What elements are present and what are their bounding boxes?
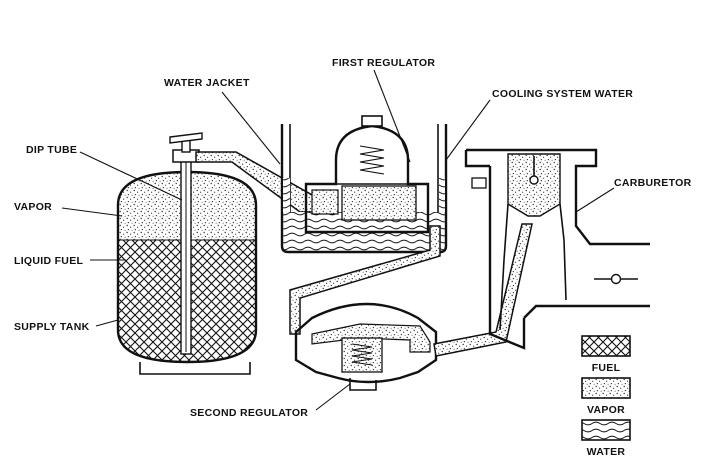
supply-tank (116, 132, 258, 375)
legend: FUEL VAPOR WATER (581, 335, 631, 458)
carburetor (464, 148, 650, 350)
water-jacket-outer-wall (280, 124, 448, 254)
second-regulator (294, 302, 438, 391)
label-supply-tank: SUPPLY TANK (14, 321, 90, 333)
leader-water-jacket (221, 91, 281, 165)
label-first-regulator: FIRST REGULATOR (332, 57, 435, 69)
leader-second-regulator (315, 383, 351, 411)
label-vapor: VAPOR (14, 201, 52, 213)
leader-lines (61, 69, 615, 411)
tank-shell (116, 170, 258, 364)
label-cooling-system-water: COOLING SYSTEM WATER (492, 88, 633, 100)
first-regulator (304, 115, 430, 234)
carburetor-body (488, 166, 526, 350)
fuel-line-to-carburetor (433, 223, 533, 357)
leader-carburetor (575, 187, 615, 213)
legend-label-fuel: FUEL (592, 362, 621, 374)
leader-supply-tank (95, 319, 119, 327)
carburetor-top-flange (466, 148, 598, 206)
label-dip-tube: DIP TUBE (26, 144, 77, 156)
label-second-regulator: SECOND REGULATOR (190, 407, 308, 419)
fuel-line-to-second-regulator (289, 225, 441, 335)
second-regulator-housing (294, 302, 438, 384)
legend-swatch-fuel (581, 335, 631, 357)
first-regulator-spring (359, 145, 385, 175)
second-regulator-spring (351, 343, 373, 366)
tank-valve-handle (169, 132, 203, 144)
callout-labels: FIRST REGULATOR WATER JACKET COOLING SYS… (14, 57, 692, 419)
legend-label-vapor: VAPOR (587, 404, 625, 416)
leader-dip-tube (79, 151, 183, 201)
leader-vapor (61, 207, 123, 217)
label-water-jacket: WATER JACKET (164, 77, 250, 89)
legend-swatch-vapor (581, 377, 631, 399)
carburetor-throttle-plate (610, 273, 622, 285)
carburetor-nozzle (529, 175, 539, 185)
legend-label-water: WATER (587, 446, 626, 458)
leader-cooling-system-water (445, 99, 491, 161)
leader-first-regulator (373, 69, 411, 163)
legend-swatch-water (581, 419, 631, 441)
tank-base (139, 362, 251, 375)
label-liquid-fuel: LIQUID FUEL (14, 255, 83, 267)
first-regulator-vapor-chamber (341, 185, 417, 221)
label-carburetor: CARBURETOR (614, 177, 692, 189)
